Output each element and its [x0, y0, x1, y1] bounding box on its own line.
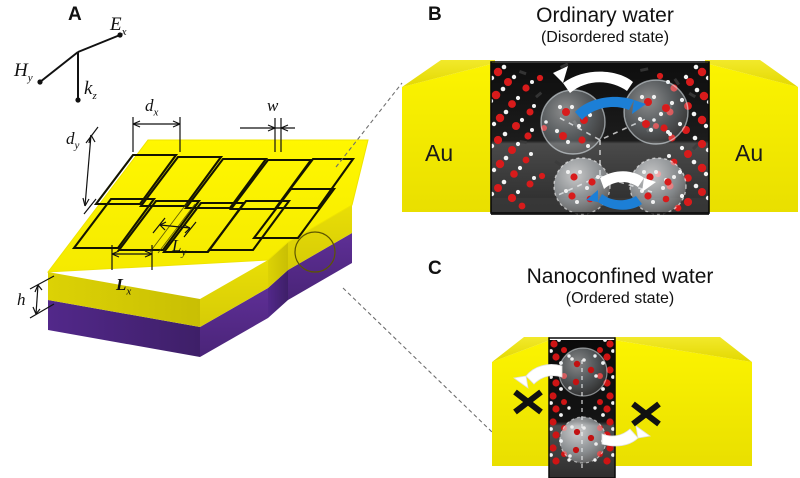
- blocked-arrow-upper: [525, 364, 563, 385]
- dim-label-dy: dy: [66, 129, 79, 151]
- axis-kz-base: k: [84, 78, 93, 99]
- water-wall-right-c: [593, 340, 615, 465]
- dim-lx-sub: x: [126, 285, 132, 298]
- au-label-right: Au: [735, 140, 764, 166]
- exchange-arrows-upper: [553, 66, 646, 120]
- coordinate-axes-heads: [37, 32, 123, 103]
- slit-cavity-c: [549, 340, 615, 478]
- exchange-arrows-lower: [586, 171, 656, 210]
- blocked-arrow-lower: [601, 428, 639, 447]
- bubble-lower-right: [629, 157, 687, 215]
- leader-a-to-c: [342, 287, 493, 433]
- slit-cavity-b: [491, 63, 709, 215]
- dim-dy-base: d: [66, 129, 75, 148]
- panel-a-structure: [29, 32, 369, 357]
- dim-label-w: w: [267, 96, 279, 115]
- panel-b-title: Ordinary water: [536, 4, 674, 27]
- bubble-lower-left: [553, 157, 611, 215]
- cavity-frame-c: [548, 337, 616, 478]
- dim-label-h: h: [17, 290, 26, 309]
- dim-label-ly: Ly: [172, 236, 186, 258]
- gold-film-body: [48, 205, 352, 327]
- bubble-upper-right: [623, 79, 689, 145]
- dim-ly-sub: y: [181, 246, 187, 259]
- dim-label-dx: dx: [145, 96, 158, 118]
- panel-label-c: C: [428, 258, 442, 279]
- leader-a-to-b: [335, 82, 403, 168]
- panel-label-a: A: [68, 4, 82, 25]
- x-mark-left: [513, 389, 543, 415]
- dim-label-lx: Lx: [116, 275, 131, 297]
- panel-b-structure: [402, 60, 798, 215]
- coordinate-axes: [39, 34, 121, 100]
- panel-c-structure: [492, 337, 752, 478]
- water-cluster-left: [491, 64, 548, 210]
- au-label-left: Au: [425, 140, 454, 166]
- dim-ly-base: L: [172, 236, 182, 255]
- blue-arrow-lower: [598, 194, 642, 210]
- bubble-upper-left: [540, 89, 606, 155]
- axis-label-hy: Hy: [14, 60, 33, 84]
- dim-dx-sub: x: [153, 106, 159, 119]
- au-block-right-c: [614, 337, 752, 466]
- blocked-arrows-c: [512, 364, 652, 447]
- water-wall-left-c: [549, 340, 571, 465]
- h-axis-line: [39, 51, 79, 83]
- confined-bubble-lower: [559, 416, 607, 464]
- axis-hy-base: H: [14, 60, 28, 81]
- axis-label-ex: Ex: [110, 14, 127, 38]
- axis-label-kz: kz: [84, 78, 97, 102]
- dim-lx-base: L: [116, 275, 127, 294]
- axis-ex-base: E: [110, 14, 122, 35]
- water-bubbles-b: [540, 79, 689, 215]
- dim-dy-sub: y: [74, 139, 80, 152]
- hbond-network: [555, 117, 653, 197]
- detail-circle-marker: [294, 231, 336, 273]
- white-arrow-upper: [563, 71, 633, 93]
- cavity-flecks: [518, 63, 700, 194]
- panel-c-subtitle: (Ordered state): [565, 290, 675, 307]
- panel-label-b: B: [428, 4, 442, 25]
- blue-arrow-upper: [575, 96, 634, 120]
- axis-hy-sub: y: [27, 71, 33, 84]
- white-arrow-lower: [600, 171, 644, 189]
- panel-c-title: Nanoconfined water: [526, 265, 714, 288]
- confined-bubble-upper: [558, 347, 608, 397]
- cavity-frame-b: [490, 61, 710, 214]
- au-block-left-c: [492, 337, 550, 466]
- water-cluster-right: [652, 64, 709, 212]
- substrate-slab: [48, 233, 352, 357]
- panel-b-subtitle: (Disordered state): [540, 29, 670, 46]
- gold-top-surface: [46, 139, 369, 273]
- au-block-right: [705, 60, 798, 212]
- au-block-left: [402, 60, 495, 212]
- axis-ex-sub: x: [121, 25, 127, 38]
- dim-dx-base: d: [145, 96, 154, 115]
- nanoslit-array: [71, 153, 356, 254]
- x-marks: [513, 389, 661, 427]
- x-mark-right: [631, 401, 661, 427]
- leader-lines: [335, 82, 493, 433]
- axis-kz-sub: z: [92, 89, 97, 102]
